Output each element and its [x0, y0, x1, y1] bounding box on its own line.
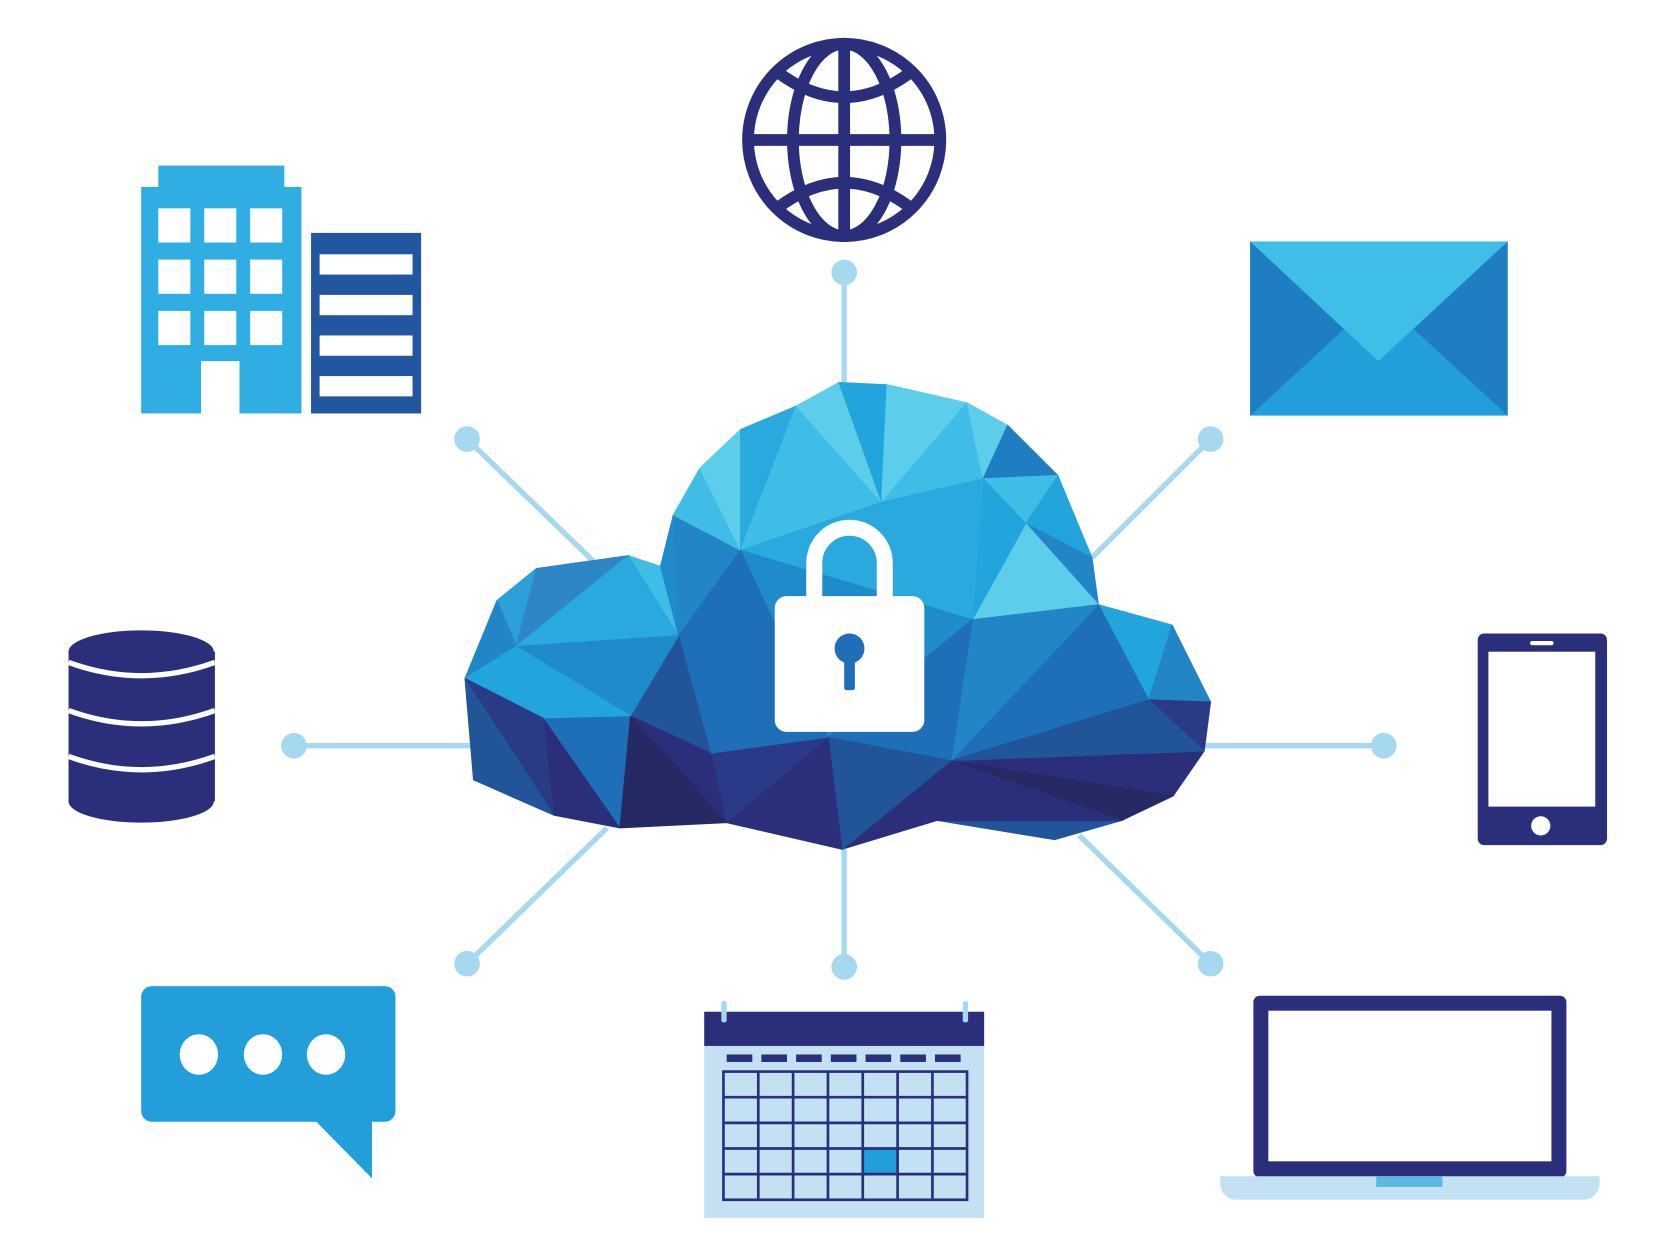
- connector-dot: [454, 950, 480, 977]
- connector-dot: [831, 954, 858, 980]
- calendar-dash: [934, 1054, 961, 1062]
- connector-line: [1077, 833, 1213, 966]
- window-stripe: [319, 335, 413, 356]
- calendar-dash: [726, 1054, 753, 1062]
- calendar-dash: [900, 1054, 926, 1062]
- cloud-facet: [950, 699, 1205, 762]
- calendar-dash: [796, 1054, 822, 1062]
- window: [158, 208, 191, 243]
- calendar-dash: [865, 1054, 892, 1062]
- window: [250, 208, 283, 243]
- cloud-facet: [936, 820, 1123, 841]
- window: [204, 208, 237, 243]
- calendar-dash: [830, 1054, 857, 1062]
- window: [158, 259, 191, 294]
- connector-dot: [1197, 950, 1224, 977]
- connector-dot: [831, 259, 858, 286]
- window: [204, 310, 237, 346]
- laptop-icon: [1220, 995, 1600, 1200]
- window-stripe: [319, 376, 413, 397]
- connector-dot: [1370, 732, 1397, 759]
- office-building-icon: [141, 165, 422, 414]
- smartphone-icon: [1477, 633, 1608, 846]
- cloud-icon: [464, 382, 1212, 850]
- window-stripe: [319, 294, 413, 316]
- globe-icon: [742, 37, 947, 242]
- calendar-dash: [761, 1054, 788, 1062]
- connector-line: [1090, 437, 1213, 560]
- database-icon: [67, 630, 216, 823]
- lock-icon: [774, 519, 925, 732]
- window-stripe: [319, 254, 413, 275]
- connectors: [281, 259, 1397, 980]
- connector-dot: [1197, 426, 1224, 452]
- window: [250, 259, 283, 294]
- window: [250, 310, 283, 346]
- connector-dot: [281, 732, 307, 759]
- window: [204, 259, 237, 294]
- window: [158, 310, 191, 346]
- connector-line: [465, 437, 595, 563]
- connector-dot: [454, 426, 480, 452]
- calendar-grid: [722, 1070, 969, 1202]
- calendar-icon: [704, 1001, 985, 1218]
- envelope-icon: [1250, 241, 1508, 416]
- cloud-facet: [619, 715, 728, 829]
- cloud-facet: [464, 677, 555, 816]
- connector-line: [465, 826, 609, 966]
- chat-bubble-icon: [141, 986, 396, 1179]
